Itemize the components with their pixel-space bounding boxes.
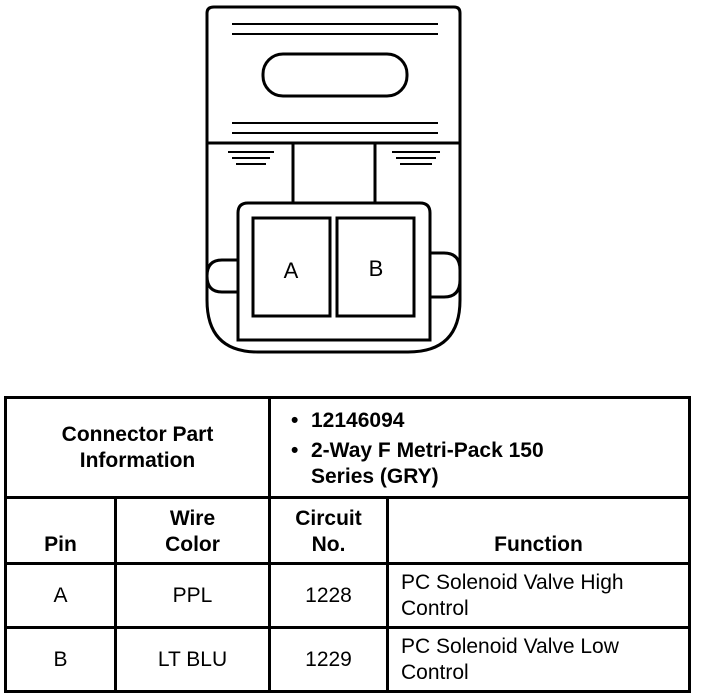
pin-cell: A: [4, 562, 117, 629]
col-header-wire-color-cell: Wire Color: [114, 496, 271, 565]
wire-color-cell: LT BLU: [114, 626, 271, 693]
table-row: B LT BLU 1229 PC Solenoid Valve Low Cont…: [4, 626, 691, 693]
table-row: A PPL 1228 PC Solenoid Valve High Contro…: [4, 562, 691, 629]
cavity-a: [251, 216, 332, 318]
part-info-label: Connector Part Information: [61, 422, 214, 472]
inner-housing: [236, 201, 432, 342]
col-header-wire-color: Wire Color: [165, 507, 220, 556]
right-notch: [430, 251, 462, 299]
col-header-function: Function: [386, 496, 691, 565]
connector-body-outline: [205, 5, 462, 354]
column-header-row: Pin Wire Color Circuit No. Function: [4, 496, 691, 565]
wire-color-cell: PPL: [114, 562, 271, 629]
cavity-b: [335, 216, 416, 318]
part-info-row: Connector Part Information •12146094 •2-…: [4, 396, 691, 499]
part-info-items-cell: •12146094 •2-Way F Metri-Pack 150 Series…: [268, 396, 691, 499]
circuit-cell: 1228: [268, 562, 389, 629]
connector-diagram: A B: [205, 5, 462, 354]
part-info-item: •12146094: [291, 408, 405, 432]
cavity-a-label: A: [284, 258, 299, 283]
function-cell: PC Solenoid Valve High Control: [386, 562, 691, 629]
cavity-b-label: B: [369, 256, 384, 281]
connector-info-table: Connector Part Information •12146094 •2-…: [4, 396, 691, 693]
col-header-circuit-no: Circuit No.: [295, 507, 362, 556]
circuit-cell: 1229: [268, 626, 389, 693]
col-header-circuit-cell: Circuit No.: [268, 496, 389, 565]
left-notch: [205, 258, 238, 294]
pin-cell: B: [4, 626, 117, 693]
part-info-item: •2-Way F Metri-Pack 150 Series (GRY): [291, 438, 544, 488]
col-header-pin: Pin: [4, 496, 117, 565]
latch-slot: [261, 52, 409, 98]
function-cell: PC Solenoid Valve Low Control: [386, 626, 691, 693]
part-info-label-cell: Connector Part Information: [4, 396, 271, 499]
